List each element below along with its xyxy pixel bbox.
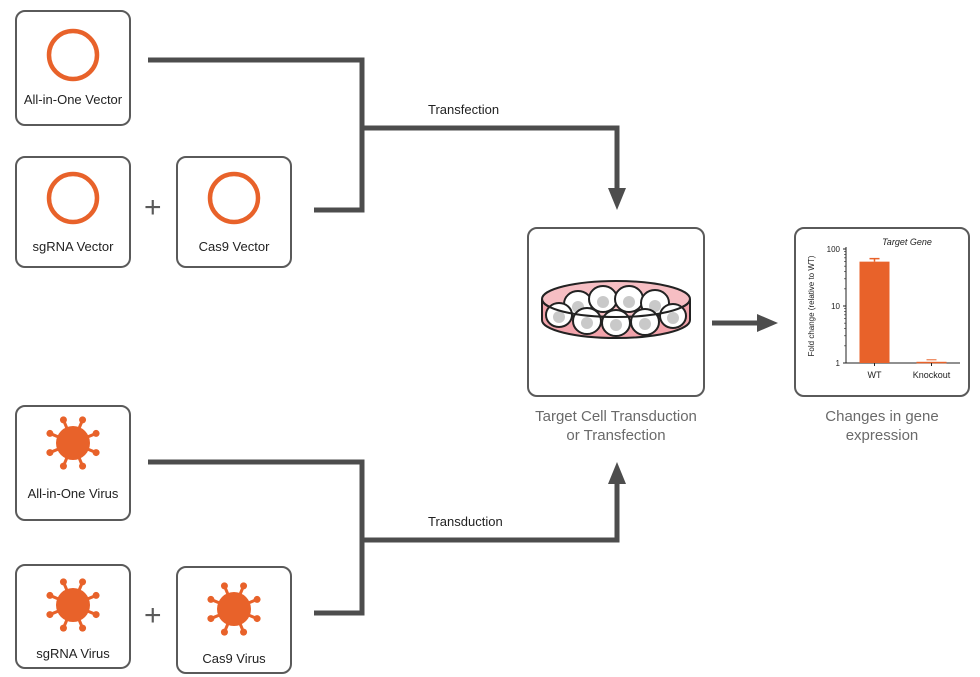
transfection-line-top <box>148 57 365 213</box>
cas9-vector-box: Cas9 Vector <box>176 156 292 268</box>
circle-plasmid-icon <box>46 28 100 82</box>
plus-sign: + <box>144 191 162 224</box>
y-tick-label: 1 <box>836 359 841 368</box>
result-arrowhead <box>757 314 778 332</box>
y-axis-label: Fold change (relative to WT) <box>807 255 816 356</box>
result-caption: Changes in gene expression <box>825 408 939 444</box>
transduction-label: Transduction <box>428 514 503 529</box>
target-cell-box <box>527 227 705 397</box>
circle-plasmid-icon <box>46 171 100 225</box>
transfection-arrowhead <box>608 188 626 210</box>
sgrna-vector-box: sgRNA Vector <box>15 156 131 268</box>
circle-plasmid-icon <box>207 171 261 225</box>
cas9-virus-box: Cas9 Virus <box>176 566 292 674</box>
target-cell-caption: Target Cell Transduction or Transfection <box>535 408 697 444</box>
y-tick-label: 10 <box>831 302 840 311</box>
x-tick-label: Knockout <box>913 370 951 380</box>
y-tick-label: 100 <box>827 245 841 254</box>
cell-culture-dish-icon <box>541 280 691 339</box>
sgrna-virus-label: sgRNA Virus <box>36 646 110 661</box>
x-tick-label: WT <box>868 370 882 380</box>
transduction-arrowhead <box>608 462 626 484</box>
plus-sign: + <box>144 599 162 632</box>
sgrna-virus-box: sgRNA Virus <box>15 564 131 669</box>
virus-icon <box>207 582 261 636</box>
bar-wt <box>859 261 890 363</box>
transfection-line-main <box>362 125 620 190</box>
all-in-one-virus-label: All-in-One Virus <box>27 486 119 501</box>
sgrna-vector-label: sgRNA Vector <box>32 239 114 254</box>
virus-icon <box>46 578 100 632</box>
cas9-vector-label: Cas9 Vector <box>198 239 270 254</box>
transduction-line-main <box>362 482 620 543</box>
all-in-one-vector-label: All-in-One Vector <box>23 92 123 107</box>
cas9-virus-label: Cas9 Virus <box>202 651 266 666</box>
chart-title: Target Gene <box>882 237 932 247</box>
virus-icon <box>46 416 100 470</box>
bar-knockout <box>916 361 947 364</box>
transfection-label: Transfection <box>428 102 500 117</box>
all-in-one-vector-box: All-in-One Vector <box>15 10 131 126</box>
all-in-one-virus-box: All-in-One Virus <box>15 405 131 521</box>
